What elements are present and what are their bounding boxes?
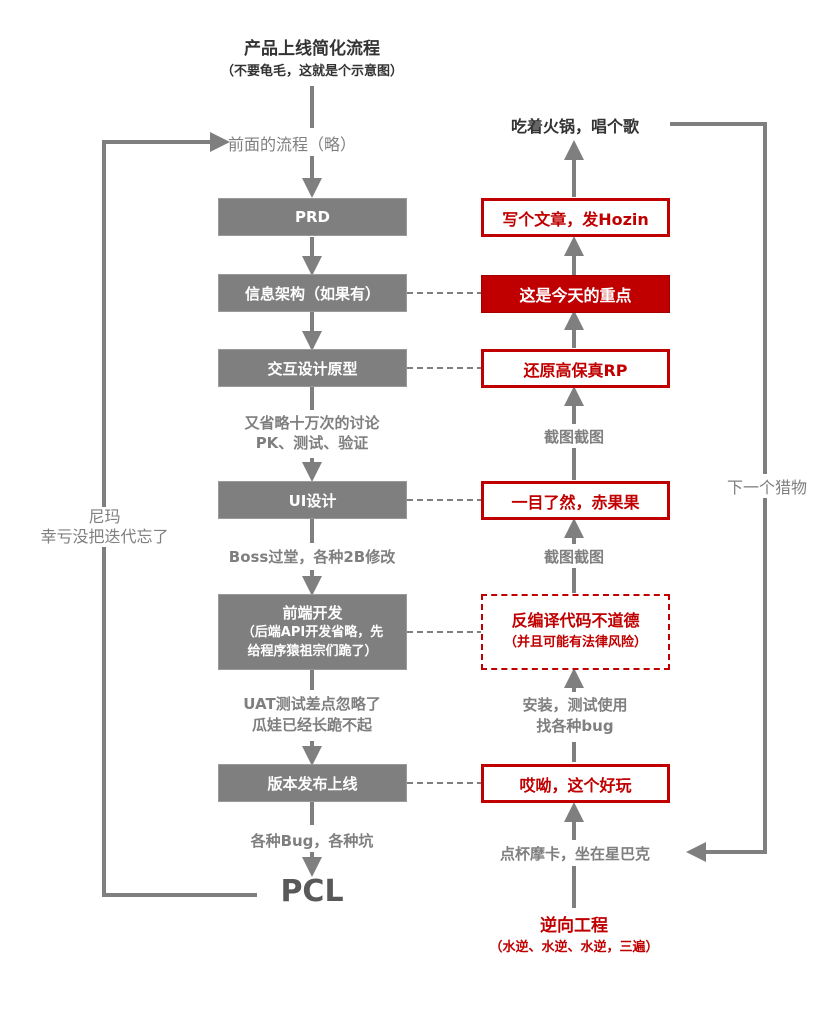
step-decompile: 反编译代码不道德 （并且可能有法律风险） — [481, 594, 670, 670]
start-label: 前面的流程（略） — [228, 135, 357, 154]
step-interaction-label: 交互设计原型 — [267, 359, 358, 378]
step-prd: PRD — [218, 198, 407, 236]
step-frontend-sub2: 给程序猿祖宗们跪了） — [247, 643, 378, 659]
loop-label-right: 下一个猎物 — [712, 474, 822, 498]
diagram-title: 产品上线简化流程 — [244, 39, 380, 59]
step-prd-label: PRD — [295, 208, 330, 226]
note-install-line1: 安装，测试使用 — [522, 696, 628, 714]
step-restore-rp-label: 还原高保真RP — [523, 360, 628, 380]
note-screenshot-2: 截图截图 — [524, 546, 624, 567]
diagram-subtitle: （不要龟毛，这就是个示意图） — [220, 64, 403, 79]
note-bugs: 各种Bug，各种坑 — [250, 832, 374, 850]
step-decompile-title: 反编译代码不道德 — [511, 611, 640, 630]
note-install: 安装，测试使用 找各种bug — [490, 695, 660, 737]
note-boss: Boss过堂，各种2B修改 — [228, 548, 396, 566]
top-right-label: 吃着火锅，唱个歌 — [480, 113, 670, 137]
step-clear: 一目了然，赤果果 — [481, 481, 670, 520]
step-clear-label: 一目了然，赤果果 — [511, 492, 640, 512]
step-ui: UI设计 — [218, 481, 407, 519]
step-focus-label: 这是今天的重点 — [519, 286, 632, 305]
step-restore-rp: 还原高保真RP — [481, 349, 670, 388]
step-frontend-sub1: （后端API开发省略，先 — [241, 624, 384, 640]
step-frontend-title: 前端开发 — [282, 603, 343, 622]
note-uat-line2: 瓜娃已经长跪不起 — [251, 716, 372, 734]
note-screenshot-1: 截图截图 — [524, 426, 624, 447]
step-ui-label: UI设计 — [288, 491, 337, 510]
step-write-article: 写个文章，发Hozin — [481, 198, 670, 237]
step-ia-label: 信息架构（如果有） — [244, 284, 380, 303]
step-decompile-sub: （并且可能有法律风险） — [503, 635, 647, 650]
step-focus: 这是今天的重点 — [481, 275, 670, 313]
note-discuss-line1: 又省略十万次的讨论 — [244, 414, 380, 432]
reverse-engineering-title: 逆向工程 — [540, 916, 608, 936]
loop-label-left-line2: 幸亏没把迭代忘了 — [40, 527, 169, 546]
loop-label-left: 尼玛 幸亏没把迭代忘了 — [22, 507, 187, 547]
note-install-line2: 找各种bug — [536, 717, 614, 735]
reverse-engineering-sub: （水逆、水逆、水逆，三遍） — [489, 940, 659, 955]
loop-label-left-line1: 尼玛 — [88, 507, 121, 526]
note-coffee: 点杯摩卡，坐在星巴克 — [475, 843, 675, 864]
step-fun-label: 哎呦，这个好玩 — [519, 775, 632, 795]
step-release: 版本发布上线 — [218, 764, 407, 802]
pcl-label: PCL — [280, 874, 344, 909]
step-ia: 信息架构（如果有） — [218, 274, 407, 312]
note-discuss-line2: PK、测试、验证 — [255, 434, 369, 452]
step-release-label: 版本发布上线 — [267, 774, 358, 793]
step-write-article-label: 写个文章，发Hozin — [502, 209, 649, 229]
note-discuss: 又省略十万次的讨论 PK、测试、验证 — [212, 413, 412, 453]
note-uat-line1: UAT测试差点忽略了 — [243, 695, 381, 713]
note-uat: UAT测试差点忽略了 瓜娃已经长跪不起 — [202, 694, 422, 736]
step-frontend: 前端开发 （后端API开发省略，先 给程序猿祖宗们跪了） — [218, 594, 407, 670]
step-interaction: 交互设计原型 — [218, 349, 407, 387]
step-fun: 哎呦，这个好玩 — [481, 764, 670, 803]
